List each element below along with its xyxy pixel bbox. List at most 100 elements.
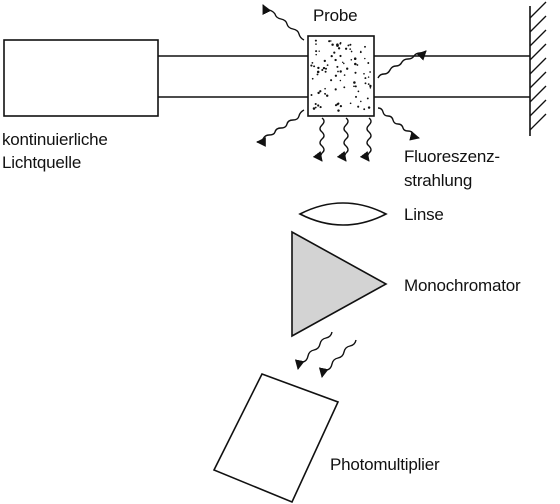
sample-particle bbox=[333, 51, 336, 54]
wave-arrow-down-3 bbox=[359, 117, 372, 162]
sample-particle bbox=[350, 59, 353, 61]
sample-particle bbox=[324, 67, 328, 70]
sample-particle bbox=[311, 61, 314, 64]
wave-arrow-down-left bbox=[256, 109, 305, 147]
sample-particle bbox=[339, 54, 342, 58]
sample-particle bbox=[339, 70, 342, 73]
sample-particle bbox=[316, 73, 319, 76]
sample-particle bbox=[355, 95, 357, 98]
label-photomultiplier: Photomultiplier bbox=[330, 455, 440, 474]
sample-particle bbox=[350, 50, 353, 53]
sample-particle bbox=[347, 44, 350, 47]
sample-particle bbox=[336, 65, 339, 68]
monochromator-prism bbox=[291, 230, 388, 338]
sample-particle bbox=[353, 85, 355, 88]
sample-particle bbox=[334, 74, 338, 77]
sample-particle bbox=[330, 40, 332, 42]
sample-particle bbox=[357, 90, 360, 93]
sample-particle bbox=[336, 103, 339, 106]
sample-particle bbox=[369, 71, 371, 73]
sample-particle bbox=[331, 43, 334, 46]
sample-particle bbox=[328, 40, 331, 43]
wave-arrow-pm-2 bbox=[318, 339, 357, 378]
sample-particle bbox=[367, 106, 371, 109]
sample-particle bbox=[353, 57, 357, 60]
sample-particle bbox=[336, 43, 339, 46]
sample-particle bbox=[364, 57, 366, 60]
sample-particle bbox=[344, 47, 348, 50]
sample-particle bbox=[357, 105, 360, 108]
sample-particle bbox=[356, 64, 359, 66]
wave-arrow-down-2 bbox=[336, 117, 349, 162]
sample-particle bbox=[313, 65, 316, 68]
sample-particle bbox=[321, 68, 324, 72]
sample-particle bbox=[367, 83, 370, 85]
sample-particle bbox=[314, 39, 317, 42]
sample-particle bbox=[369, 84, 372, 88]
sample-particle bbox=[315, 53, 317, 56]
sample-particle bbox=[324, 87, 326, 90]
lens-shape bbox=[298, 202, 388, 226]
sample-particle bbox=[364, 45, 366, 48]
sample-particle bbox=[323, 59, 326, 63]
sample-particle bbox=[349, 43, 352, 46]
sample-particle bbox=[315, 50, 318, 53]
sample-particle bbox=[324, 92, 326, 95]
sample-particle bbox=[318, 50, 320, 52]
sample-particle bbox=[364, 82, 367, 85]
label-fluorescence-line2: strahlung bbox=[404, 171, 473, 190]
sample-particle bbox=[337, 70, 339, 73]
sample-particle bbox=[360, 100, 362, 103]
sample-particle bbox=[314, 106, 317, 109]
sample-particle bbox=[369, 87, 372, 89]
sample-particle bbox=[339, 79, 342, 82]
sample-particle bbox=[343, 62, 345, 65]
sample-particle bbox=[343, 74, 346, 76]
sample-dots bbox=[310, 39, 372, 112]
sample-particle bbox=[367, 76, 370, 78]
sample-particle bbox=[353, 81, 356, 84]
sample-particle bbox=[349, 102, 352, 105]
label-light-source-line2: Lichtquelle bbox=[2, 153, 82, 172]
sample-particle bbox=[326, 64, 329, 66]
sample-particle bbox=[346, 67, 349, 70]
sample-particle bbox=[354, 85, 357, 88]
sample-particle bbox=[341, 61, 344, 64]
sample-particle bbox=[363, 72, 365, 75]
sample-particle bbox=[354, 62, 357, 66]
sample-particle bbox=[354, 71, 357, 74]
sample-particle bbox=[334, 58, 337, 62]
monochromator-output-arrows bbox=[294, 331, 357, 378]
sample-particle bbox=[343, 86, 346, 89]
sample-particle bbox=[310, 94, 313, 96]
sample-particle bbox=[330, 79, 333, 82]
sample-particle bbox=[337, 47, 341, 50]
sample-particle bbox=[364, 77, 367, 80]
sample-particle bbox=[334, 88, 337, 91]
sample-particle bbox=[316, 70, 320, 74]
label-probe: Probe bbox=[313, 6, 358, 25]
photomultiplier-box bbox=[212, 373, 340, 504]
sample-particle bbox=[317, 104, 320, 107]
wave-arrow-up-left bbox=[262, 4, 305, 41]
sample-particle bbox=[324, 70, 327, 73]
sample-particle bbox=[349, 48, 352, 50]
sample-particle bbox=[317, 91, 320, 95]
wave-arrow-right bbox=[377, 50, 427, 79]
sample-particle bbox=[317, 66, 320, 70]
label-fluorescence-line1: Fluoreszenz- bbox=[404, 147, 500, 166]
wave-arrow-down-right bbox=[377, 107, 420, 141]
label-light-source-line1: kontinuierliche bbox=[2, 130, 108, 149]
sample-particle bbox=[363, 108, 366, 111]
sample-box bbox=[307, 35, 375, 117]
light-source-box bbox=[3, 39, 159, 117]
sample-particle bbox=[315, 43, 317, 45]
sample-particle bbox=[330, 54, 333, 58]
sample-particle bbox=[337, 109, 340, 112]
sample-particle bbox=[311, 77, 314, 80]
label-lens: Linse bbox=[404, 205, 444, 224]
sample-particle bbox=[312, 107, 316, 110]
beam-stop-hatching bbox=[529, 1, 547, 131]
